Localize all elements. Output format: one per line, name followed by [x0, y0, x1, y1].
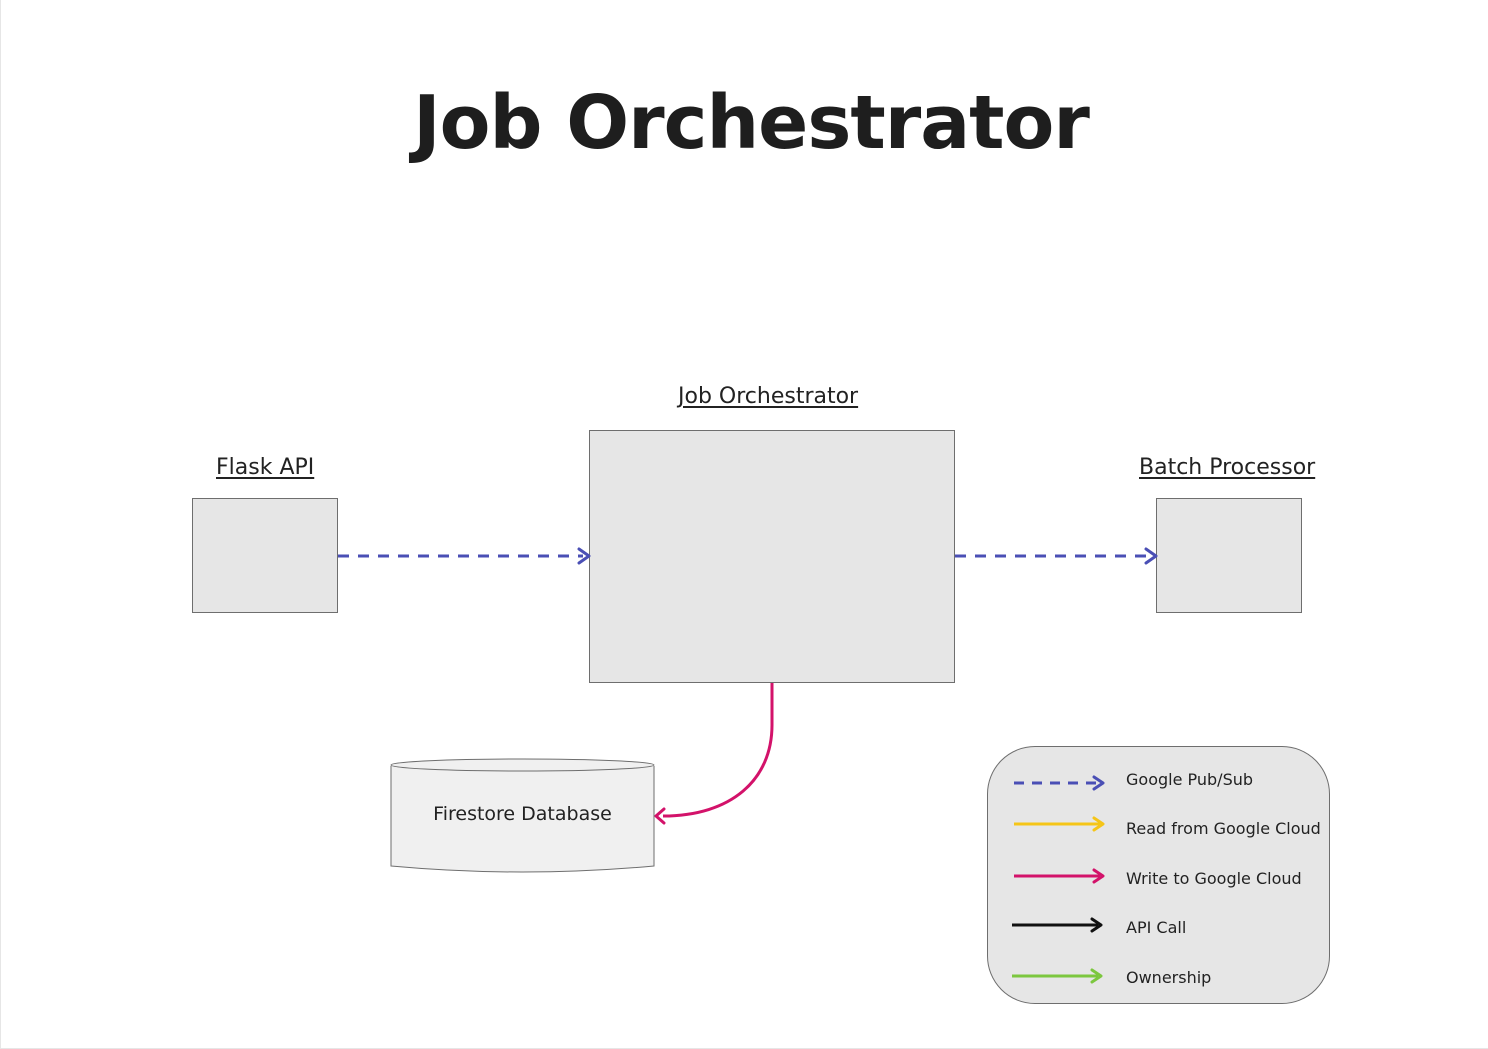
legend-swatch-write — [1014, 868, 1105, 884]
legend-label-api-call: API Call — [1126, 918, 1187, 937]
edge-orchestrator-to-batch — [955, 547, 1158, 565]
legend-swatches — [1012, 775, 1105, 984]
legend-label-pubsub: Google Pub/Sub — [1126, 770, 1254, 789]
legend-swatch-api-call — [1012, 917, 1103, 933]
legend-label-ownership: Ownership — [1126, 968, 1212, 987]
legend-label-read: Read from Google Cloud — [1126, 819, 1321, 838]
legend-swatch-ownership — [1012, 968, 1103, 984]
job-orchestrator-node[interactable] — [589, 430, 955, 683]
edge-flask-to-orchestrator — [338, 547, 591, 565]
legend-label-write: Write to Google Cloud — [1126, 869, 1302, 888]
legend: Google Pub/Sub Read from Google Cloud Wr… — [987, 746, 1330, 1004]
legend-swatch-read — [1014, 816, 1105, 832]
edge-orchestrator-to-firestore — [654, 683, 774, 825]
firestore-database-node[interactable] — [390, 758, 655, 873]
page-title: Job Orchestrator — [413, 80, 1090, 166]
legend-swatch-pubsub — [1014, 775, 1105, 791]
flask-api-node[interactable] — [192, 498, 338, 613]
batch-processor-node[interactable] — [1156, 498, 1302, 613]
flask-api-label: Flask API — [216, 455, 315, 480]
batch-processor-label: Batch Processor — [1139, 455, 1316, 480]
job-orchestrator-label: Job Orchestrator — [678, 384, 859, 409]
firestore-database-label: Firestore Database — [433, 803, 612, 825]
